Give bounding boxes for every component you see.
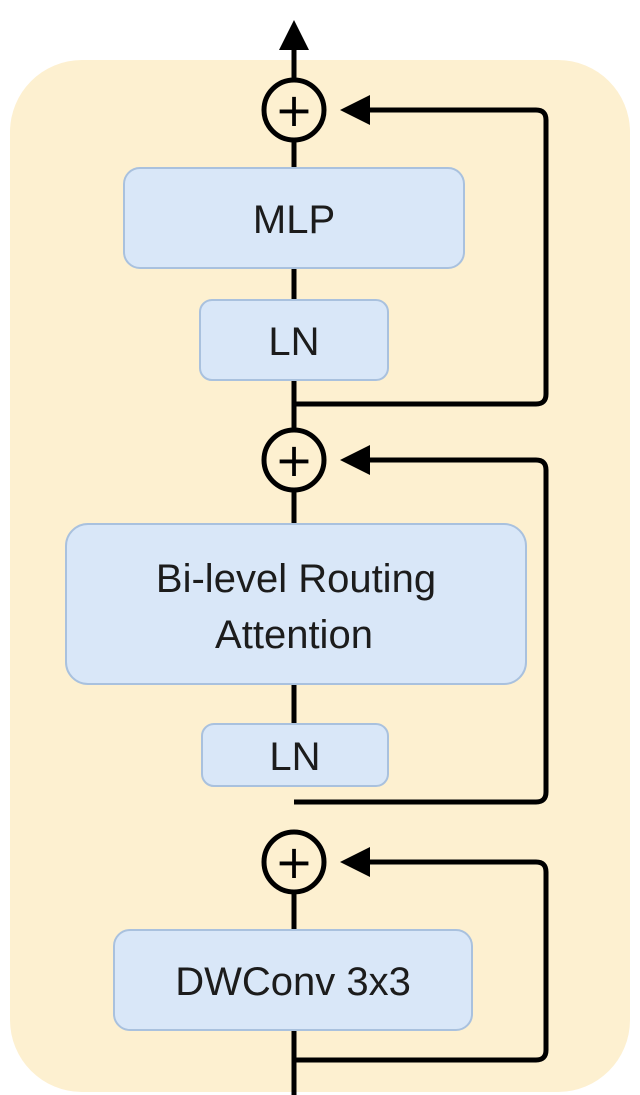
- layer-norm-label-bottom: LN: [269, 735, 320, 779]
- mlp-label: MLP: [253, 198, 335, 242]
- dwconv-label: DWConv 3x3: [175, 960, 411, 1004]
- attention-label-line2: Attention: [215, 613, 373, 657]
- bi-level-routing-attention-block: Bi-level Routing Attention: [65, 523, 527, 685]
- layer-norm-block-bottom: LN: [201, 723, 389, 787]
- layer-norm-label-top: LN: [268, 320, 319, 364]
- plus-icon: +: [275, 83, 314, 137]
- layer-norm-block-top: LN: [199, 299, 389, 381]
- plus-icon: +: [275, 835, 314, 889]
- add-node-top: +: [261, 77, 327, 143]
- attention-label-line1: Bi-level Routing: [156, 557, 436, 601]
- plus-icon: +: [275, 433, 314, 487]
- add-node-middle: +: [261, 427, 327, 493]
- mlp-block: MLP: [123, 167, 465, 269]
- residual-connection-top: [294, 95, 549, 407]
- add-node-bottom: +: [261, 829, 327, 895]
- residual-connection-middle: [294, 445, 549, 805]
- dwconv-block: DWConv 3x3: [113, 929, 473, 1031]
- residual-connection-bottom: [294, 847, 549, 1063]
